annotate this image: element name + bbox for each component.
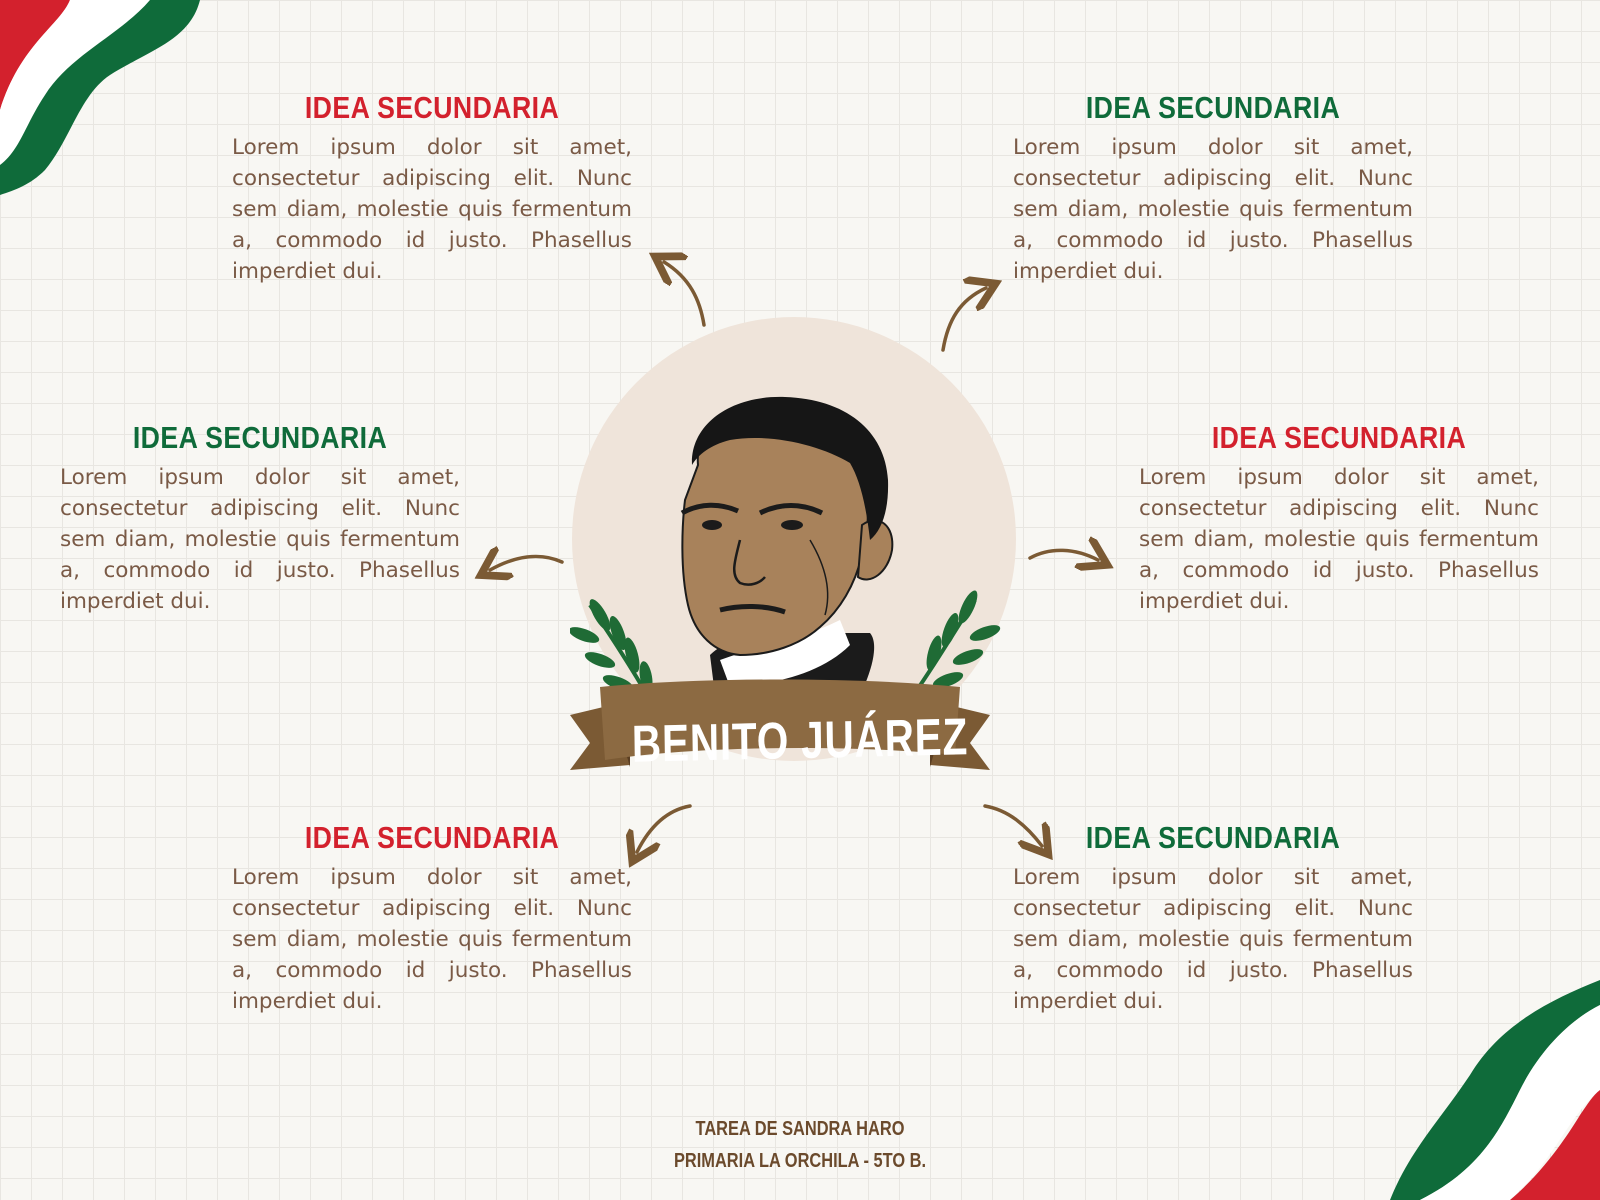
idea-bottom-left: IDEA SECUNDARIA Lorem ipsum dolor sit am…: [232, 820, 632, 1017]
footer-line-2: PRIMARIA LA ORCHILA - 5TO B.: [673, 1150, 927, 1172]
idea-middle-right: IDEA SECUNDARIA Lorem ipsum dolor sit am…: [1139, 420, 1539, 617]
footer-line-1: TAREA DE SANDRA HARO: [695, 1118, 905, 1140]
idea-text: Lorem ipsum dolor sit amet, consectetur …: [232, 135, 632, 284]
name-banner: [570, 679, 990, 770]
idea-title: IDEA SECUNDARIA: [1211, 420, 1467, 455]
central-name: BENITO JUÁREZ: [631, 708, 969, 774]
arrow-to-middle-left: [490, 556, 564, 570]
laurel-branch-right: [908, 590, 1001, 702]
idea-text: Lorem ipsum dolor sit amet, consectetur …: [232, 865, 632, 1014]
idea-middle-left: IDEA SECUNDARIA Lorem ipsum dolor sit am…: [60, 420, 460, 617]
idea-text: Lorem ipsum dolor sit amet, consectetur …: [1013, 865, 1413, 1014]
arrow-to-bottom-left: [637, 804, 692, 852]
idea-title: IDEA SECUNDARIA: [1085, 90, 1341, 125]
footer-credits: TAREA DE SANDRA HARO PRIMARIA LA ORCHILA…: [636, 1113, 964, 1177]
idea-title: IDEA SECUNDARIA: [304, 820, 560, 855]
idea-title: IDEA SECUNDARIA: [132, 420, 388, 455]
arrow-to-middle-right: [1028, 550, 1098, 560]
flag-ribbon-bottom-right: [1390, 980, 1600, 1200]
idea-top-right: IDEA SECUNDARIA Lorem ipsum dolor sit am…: [1013, 90, 1413, 287]
central-portrait-graphic: [570, 317, 1016, 770]
portrait-hair: [691, 396, 889, 540]
idea-top-left: IDEA SECUNDARIA Lorem ipsum dolor sit am…: [232, 90, 632, 287]
idea-text: Lorem ipsum dolor sit amet, consectetur …: [1013, 135, 1413, 284]
idea-title: IDEA SECUNDARIA: [304, 90, 560, 125]
idea-title: IDEA SECUNDARIA: [1085, 820, 1341, 855]
idea-text: Lorem ipsum dolor sit amet, consectetur …: [1139, 465, 1539, 614]
idea-bottom-right: IDEA SECUNDARIA Lorem ipsum dolor sit am…: [1013, 820, 1413, 1017]
idea-text: Lorem ipsum dolor sit amet, consectetur …: [60, 465, 460, 614]
flag-ribbon-top-left: [0, 0, 200, 195]
